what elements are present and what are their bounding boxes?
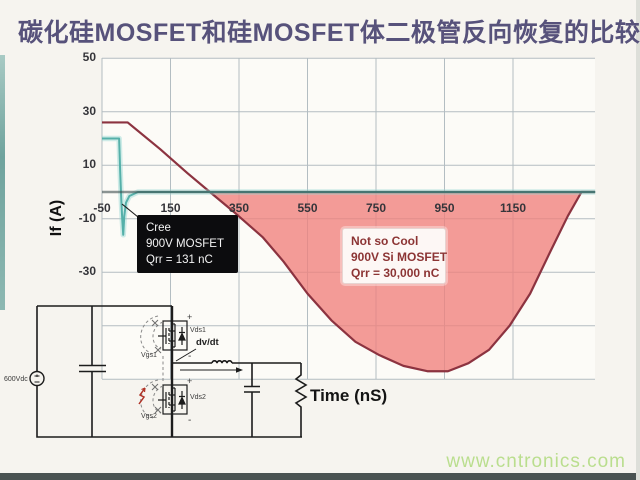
si-annotation-line: 900V Si MOSFET xyxy=(351,250,448,264)
minus-top-label: - xyxy=(188,351,191,362)
output-capacitor xyxy=(244,363,260,437)
scan-artifact-left-stripe xyxy=(0,55,5,310)
watermark: www.cntronics.com xyxy=(446,451,626,472)
gate-loop-dashed-arcs xyxy=(140,315,164,419)
sic-annotation-line: Qrr = 131 nC xyxy=(146,254,213,266)
x-axis-label: Time (nS) xyxy=(310,386,388,405)
si-annotation-box: Not so Cool 900V Si MOSFET Qrr = 30,000 … xyxy=(342,228,448,284)
plus-top-label: + xyxy=(187,312,192,322)
vds1-label: Vds1 xyxy=(190,327,206,334)
minus-bot-label: - xyxy=(188,415,191,426)
sic-annotation-line: 900V MOSFET xyxy=(146,238,224,250)
x-tick-label: 950 xyxy=(434,201,455,215)
load-resistor xyxy=(294,363,308,437)
sic-annotation-box: Cree 900V MOSFET Qrr = 131 nC xyxy=(137,215,238,273)
voltage-source-polarity xyxy=(34,374,40,383)
inductor xyxy=(211,360,233,364)
mosfet-top xyxy=(158,320,188,351)
vds2-label: Vds2 xyxy=(190,394,206,401)
current-arrow-head xyxy=(236,367,243,373)
x-tick-label: 150 xyxy=(160,201,181,215)
sic-annotation-line: Cree xyxy=(146,222,171,234)
si-annotation-line: Qrr = 30,000 nC xyxy=(351,266,440,280)
x-tick-label: 550 xyxy=(297,201,318,215)
x-tick-label: 350 xyxy=(228,201,250,215)
y-tick-label: 10 xyxy=(82,157,96,172)
y-tick-label: -30 xyxy=(78,264,96,279)
si-annotation-line: Not so Cool xyxy=(351,234,419,248)
gate-loop-x-marks xyxy=(151,319,162,414)
vgs1-label: Vgs1 xyxy=(141,352,157,359)
voltage-source xyxy=(29,370,45,387)
si-mosfet-trace xyxy=(102,121,596,373)
plus-bot-label: + xyxy=(187,376,192,386)
scan-artifact-right-edge xyxy=(636,0,640,480)
dvdt-leader-line xyxy=(175,348,197,362)
sic-box-leader-line xyxy=(121,203,139,218)
dvdt-label: dv/dt xyxy=(196,337,220,348)
x-tick-label: 1150 xyxy=(499,201,527,215)
y-axis-label: If (A) xyxy=(48,199,65,237)
x-tick-label: -50 xyxy=(93,201,111,215)
dc-link-capacitor xyxy=(79,306,106,437)
page-title: 碳化硅MOSFET和硅MOSFET体二极管反向恢复的比较 xyxy=(18,19,640,47)
x-tick-label: 750 xyxy=(365,201,387,215)
circuit-wire xyxy=(36,305,172,371)
sic-mosfet-trace xyxy=(102,137,596,236)
source-voltage-label: 600Vdc xyxy=(4,376,28,383)
mosfet-bottom xyxy=(158,384,188,415)
y-tick-label: 50 xyxy=(82,50,96,65)
y-tick-label: 30 xyxy=(82,103,96,118)
scan-artifact-bottom-strip xyxy=(0,473,640,480)
y-tick-label: -10 xyxy=(78,210,96,225)
red-spike-arrow xyxy=(138,387,146,405)
vgs2-label: Vgs2 xyxy=(141,413,157,420)
circuit-wire xyxy=(36,386,302,438)
